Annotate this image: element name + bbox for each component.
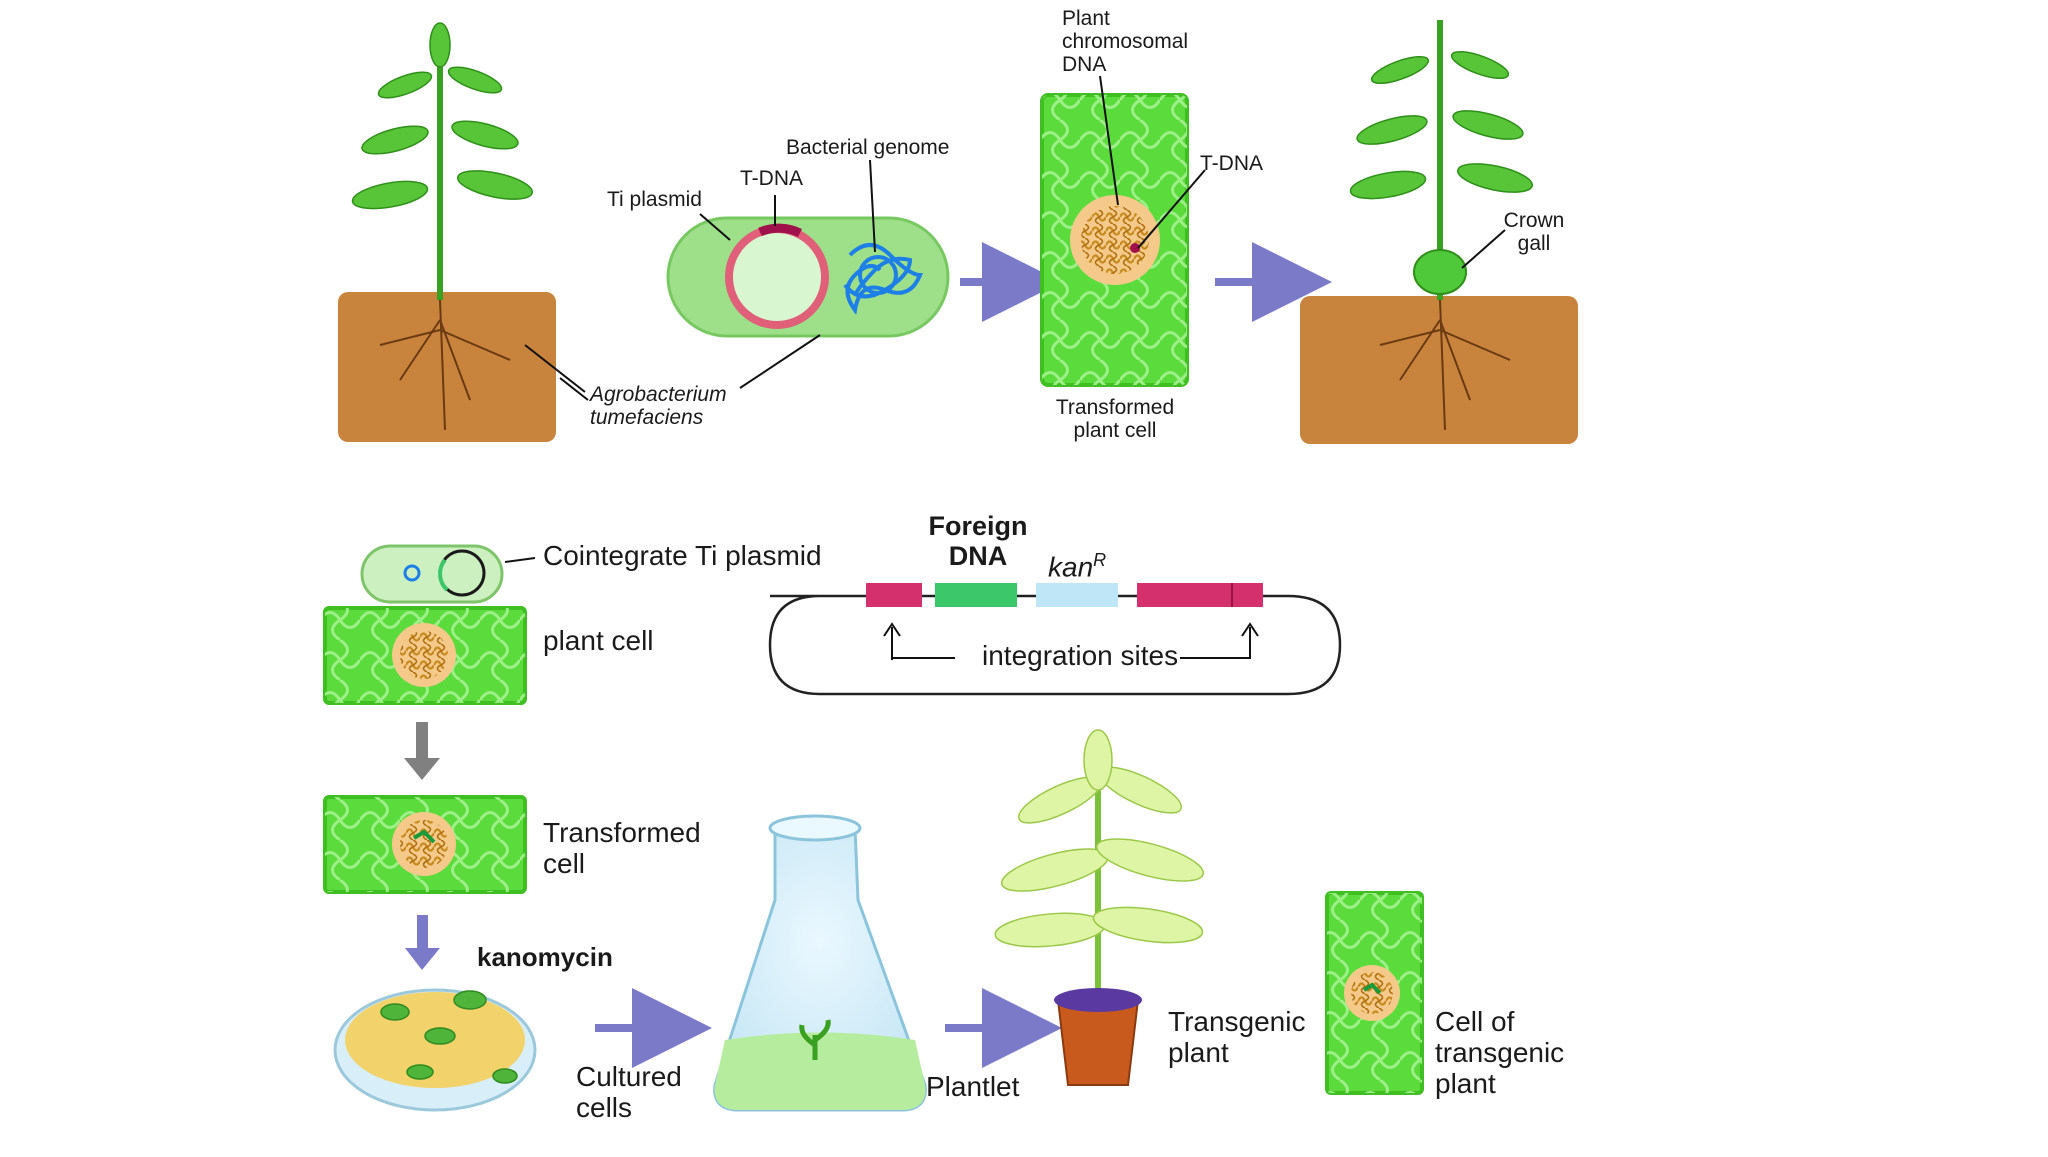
crown-gall-mass: [1413, 249, 1467, 295]
foreign-dna-segment: [935, 583, 1017, 607]
transformed-cell-bottom: [323, 795, 527, 894]
transformed-plant-cell-label: Transformed plant cell: [1055, 396, 1175, 443]
ti-plasmid-ring: [725, 225, 829, 329]
foreign-dna-label: Foreign DNA: [928, 511, 1028, 571]
kan-superscript: R: [1093, 550, 1107, 570]
plant-with-crown-gall: [1300, 20, 1578, 444]
integration-segment-right: [1137, 583, 1263, 607]
cointegrate-bacterium: [360, 544, 504, 604]
petri-dish: [333, 988, 537, 1112]
t-dna-segment: [758, 223, 802, 238]
crown-gall-label: Crown gall: [1503, 209, 1565, 256]
plantlet-label: Plantlet: [926, 1071, 1020, 1102]
purple-arrow-down: [405, 915, 440, 970]
bacterial-genome-label: Bacterial genome: [786, 136, 950, 159]
cell-of-transgenic-plant-label: Cell of transgenic plant: [1435, 1006, 1565, 1099]
soil-block-left: [338, 292, 556, 442]
cointegrate-label: Cointegrate Ti plasmid: [543, 540, 822, 571]
leader-cointegrate: [504, 557, 536, 563]
gray-arrow-1: [404, 722, 440, 780]
kan-segment: [1036, 583, 1118, 607]
ti-plasmid-label: Ti plasmid: [607, 188, 702, 211]
soil-block-right: [1300, 296, 1578, 444]
leader-lines-top: [524, 75, 1506, 401]
transgenic-plant-pot: [994, 729, 1205, 1086]
transformed-cell-label: Transformed cell: [543, 817, 701, 879]
t-dna-label-1: T-DNA: [740, 167, 803, 190]
plant-cell-label: plant cell: [543, 625, 654, 656]
agrobacterium-cell: [666, 216, 950, 338]
cell-of-transgenic-plant: [1325, 891, 1424, 1095]
plant-with-agrobacterium: [338, 22, 556, 442]
kan-label: kanR: [1048, 550, 1107, 583]
kanomycin-label: kanomycin: [477, 942, 613, 972]
kan-text: kan: [1048, 551, 1094, 583]
plant-chromosomal-dna-label: Plant chromosomal DNA: [1062, 7, 1189, 77]
agrobacterium-label: Agrobacterium tumefaciens: [590, 383, 727, 430]
cultured-cells-label: Cultured cells: [576, 1061, 682, 1123]
integration-sites-label: integration sites: [982, 640, 1179, 671]
transgenic-plant-label: Transgenic plant: [1168, 1006, 1306, 1068]
integration-segment-left: [866, 583, 922, 607]
transformed-plant-cell-top: [1040, 93, 1189, 387]
flask: [713, 814, 927, 1112]
bacterial-genome-tangle: [843, 243, 923, 315]
t-dna-label-2: T-DNA: [1200, 152, 1263, 175]
plant-cell-bottom: [323, 606, 527, 705]
cointegrate-plasmid-map: [768, 583, 1342, 696]
